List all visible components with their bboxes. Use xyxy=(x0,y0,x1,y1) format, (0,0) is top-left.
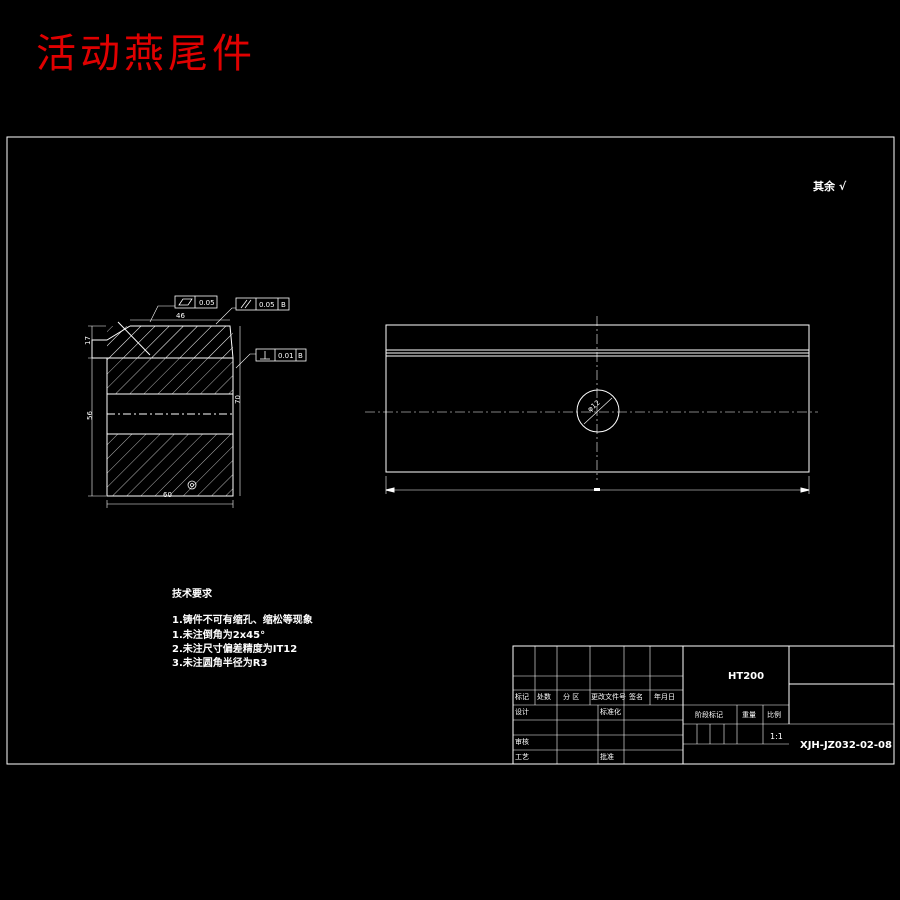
tech-item-2: 1.未注倒角为2x45° xyxy=(172,630,266,641)
dim-top-width: 46 xyxy=(176,312,185,320)
tb-weight: 重量 xyxy=(742,711,756,719)
front-outline xyxy=(385,324,810,473)
dim-left-56: 56 xyxy=(86,411,94,420)
tech-requirements-title: 技术要求 xyxy=(172,589,212,600)
tech-item-1: 1.铸件不可有缩孔、缩松等现象 xyxy=(172,615,313,626)
tb-row-label-sign: 签名 xyxy=(629,693,643,701)
section-dovetail-fill xyxy=(107,326,233,358)
gdt-parallel-value: 0.05 xyxy=(259,301,275,309)
tb-row-label-change-doc: 更改文件号 xyxy=(591,693,626,701)
gdt-flatness-frame xyxy=(174,295,218,309)
gdt-flatness-value: 0.05 xyxy=(199,299,215,307)
section-hatch-lower xyxy=(107,434,233,496)
gdt-perp-ref: B xyxy=(298,352,303,360)
gdt-perp-frame xyxy=(255,348,307,362)
gdt-parallel-frame xyxy=(235,297,290,311)
tb-row-label-count: 处数 xyxy=(537,693,551,701)
surface-roughness-note: 其余 √ xyxy=(813,178,846,194)
tb-design: 设计 xyxy=(515,708,529,716)
dim-right-70: 70 xyxy=(234,395,242,404)
tech-item-3: 2.未注尺寸偏差精度为IT12 xyxy=(172,644,298,655)
tb-row-label-date: 年月日 xyxy=(654,693,675,701)
tb-row-label-mark: 标记 xyxy=(515,693,529,701)
section-outline xyxy=(91,325,234,497)
dim-left-17: 17 xyxy=(84,336,92,345)
tb-standardize: 标准化 xyxy=(600,708,621,716)
gdt-parallel-ref: B xyxy=(281,301,286,309)
surface-note-label: 其余 xyxy=(813,180,835,193)
tb-stage-mark: 阶段标记 xyxy=(695,711,723,719)
tb-approve: 批准 xyxy=(600,753,614,761)
dim-hole: φ12 xyxy=(586,399,602,414)
tb-review: 审核 xyxy=(515,738,529,746)
drawing-number: XJH-JZ032-02-08 xyxy=(800,740,892,751)
front-view xyxy=(365,316,818,494)
tb-ratio: 比例 xyxy=(767,711,781,719)
drawing-title: 活动燕尾件 xyxy=(36,31,256,77)
dim-bottom-width: 60 xyxy=(163,491,172,499)
roughness-check-icon: √ xyxy=(838,180,847,193)
drawing-frame xyxy=(6,136,895,765)
gdt-perp-value: 0.01 xyxy=(278,352,294,360)
tb-process: 工艺 xyxy=(515,753,529,761)
tech-item-4: 3.未注圆角半径为R3 xyxy=(172,658,268,669)
scale-value: 1:1 xyxy=(770,732,783,741)
front-hole xyxy=(576,389,620,433)
tb-row-label-zone: 分 区 xyxy=(563,693,580,701)
material-label: HT200 xyxy=(728,671,765,682)
section-view xyxy=(88,305,256,508)
title-block xyxy=(512,645,895,765)
